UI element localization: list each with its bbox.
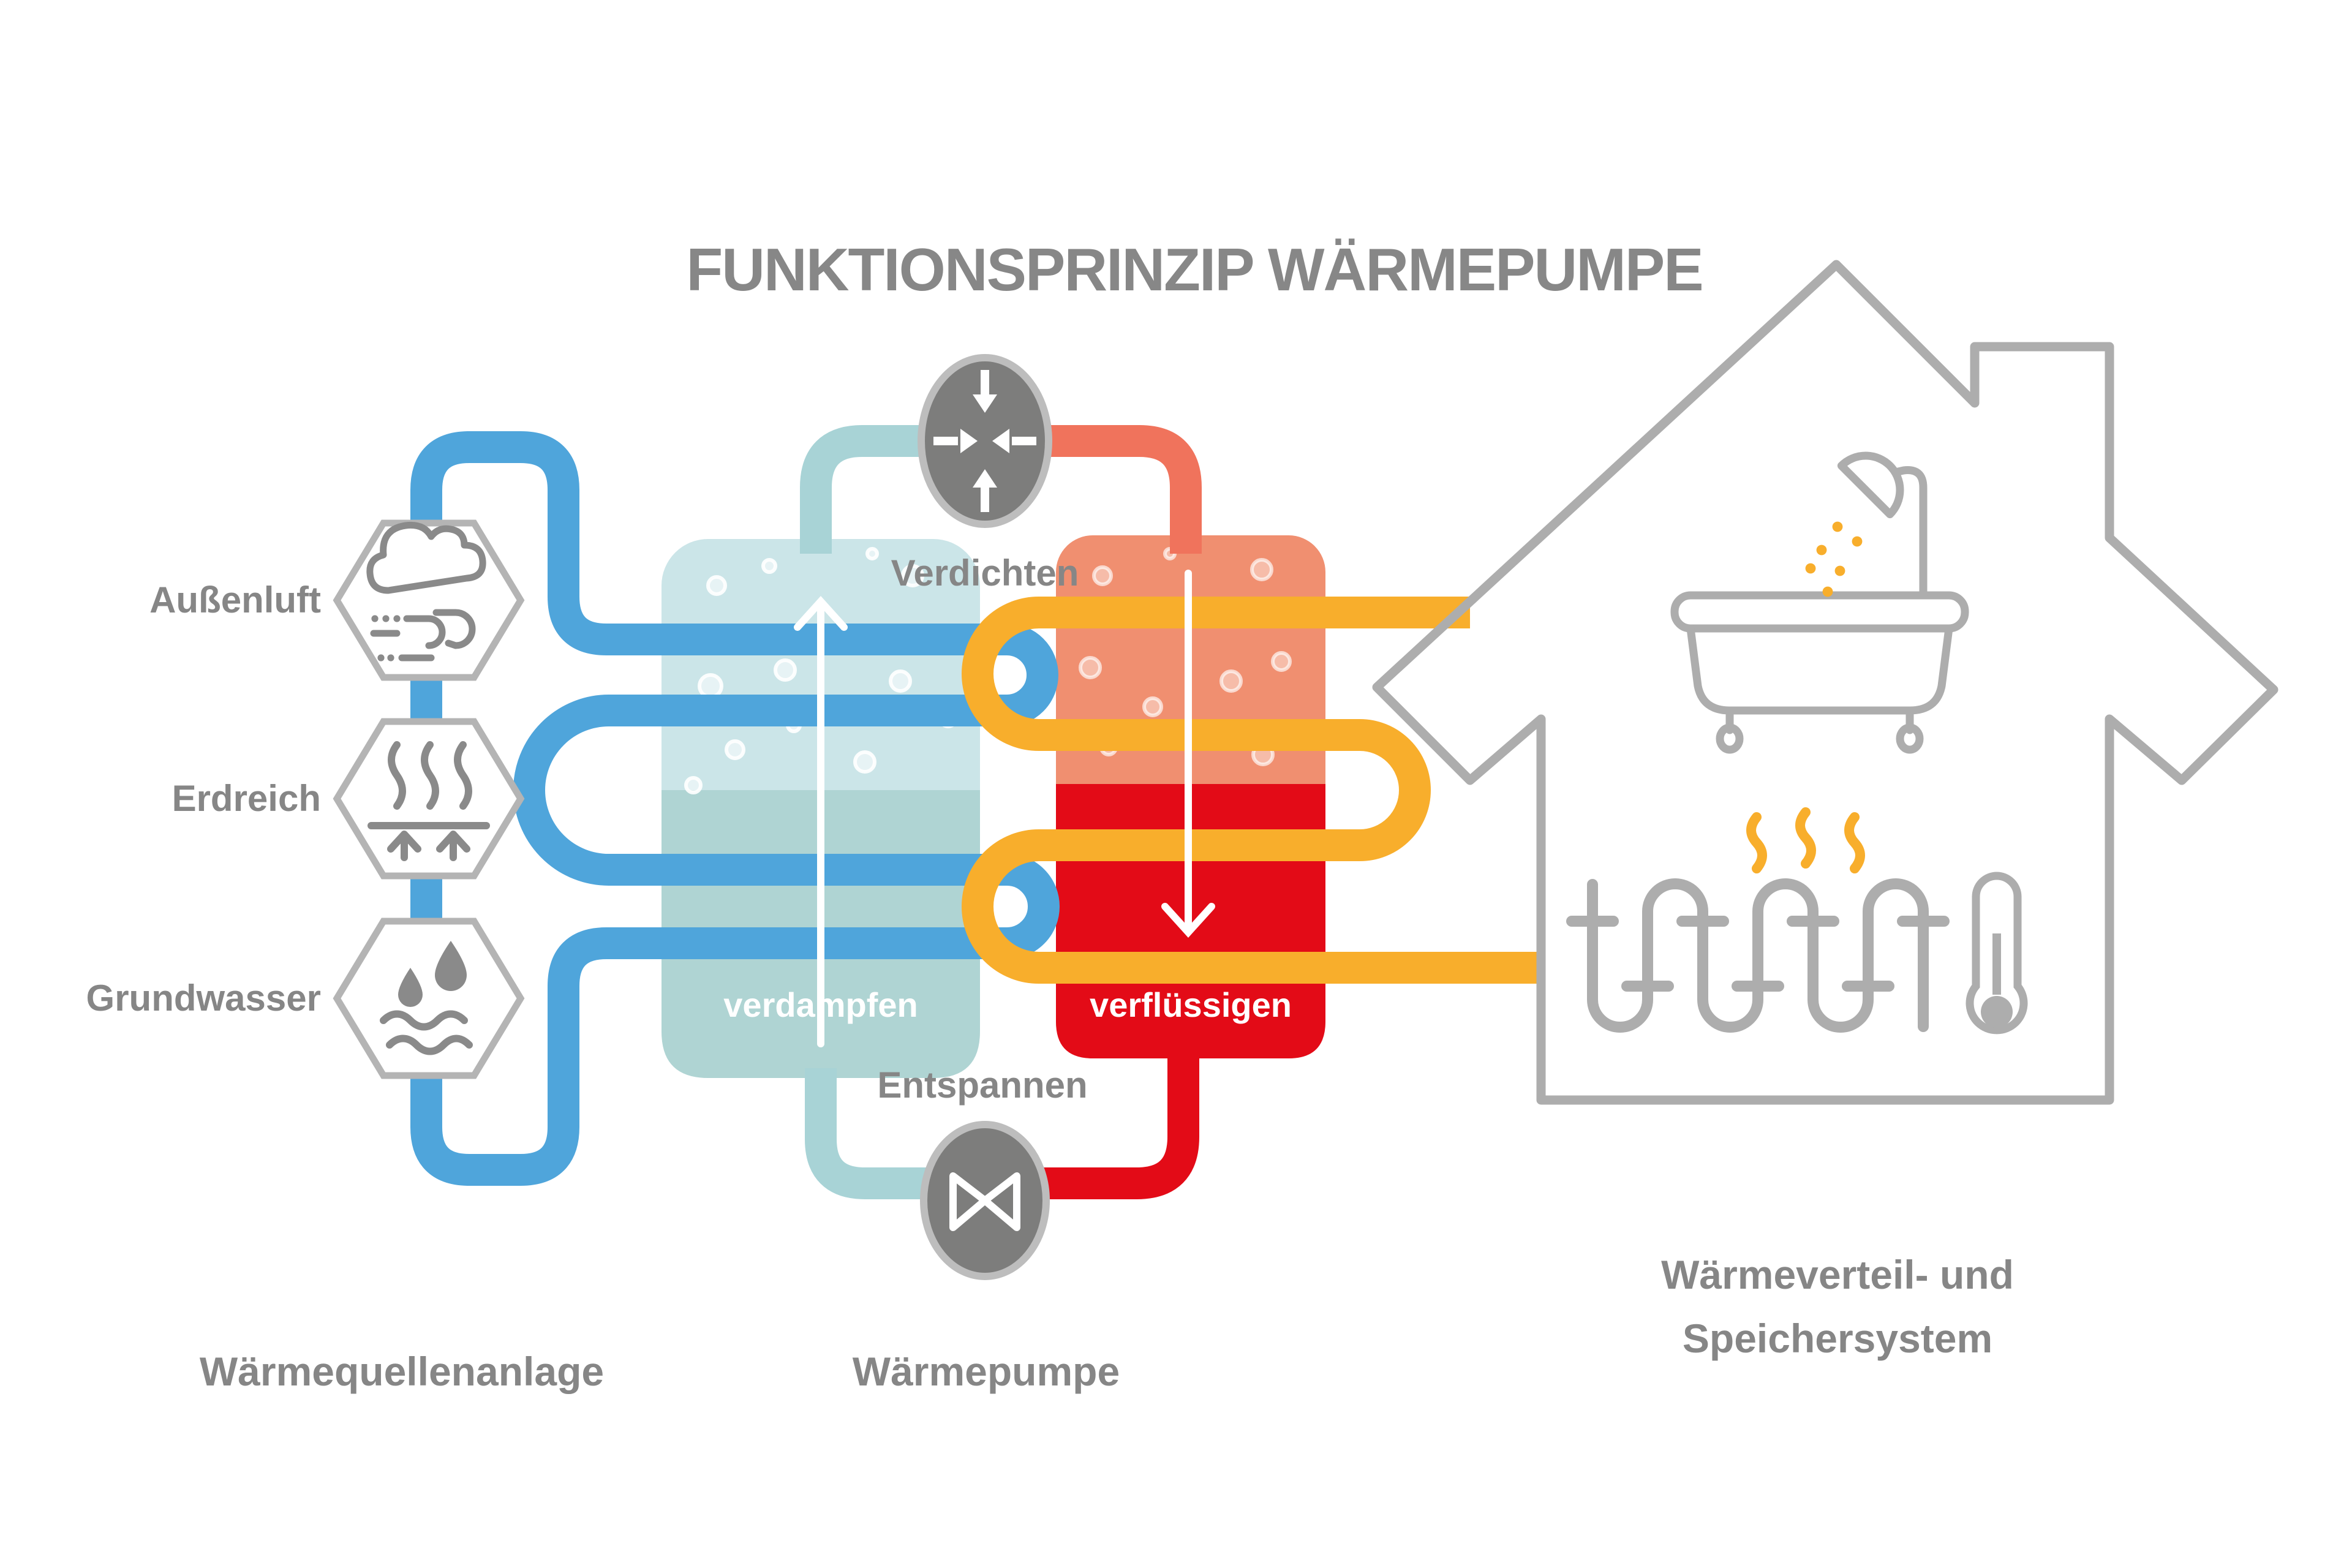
water-drops-icon	[380, 941, 473, 1055]
expansion-return-pipe-teal	[805, 1068, 936, 1199]
evaporation-arrow-icon	[794, 596, 848, 1047]
caption-distribution-line1: Wärmeverteil- und	[1661, 1252, 2014, 1297]
underfloor-heating-icon	[1566, 878, 1950, 1033]
source-hexagon-air	[333, 519, 525, 681]
source-label-ground: Erdreich	[172, 778, 321, 819]
source-label-water: Grundwasser	[86, 978, 321, 1019]
caption-distribution-line2: Speichersystem	[1683, 1316, 1992, 1361]
cloud-wind-icon	[366, 521, 486, 662]
evaporator-label: verdampfen	[723, 986, 918, 1024]
shower-droplets	[1805, 521, 1863, 597]
source-hexagon-ground	[333, 718, 525, 880]
hot-gas-pipe-coral	[1029, 425, 1202, 554]
caption-heat-pump: Wärmepumpe	[853, 1349, 1120, 1394]
ground-heat-icon	[368, 741, 490, 861]
liquid-pipe-red	[1036, 1049, 1199, 1199]
expansion-valve	[920, 1121, 1050, 1280]
suction-pipe-teal	[800, 425, 946, 554]
bathtub-shower-icon	[1670, 451, 1969, 754]
condensation-arrow-icon	[1161, 570, 1215, 938]
caption-source-system: Wärmequellenanlage	[200, 1349, 604, 1394]
thermometer-icon	[1966, 872, 2028, 1035]
valve-icon	[949, 1172, 1020, 1231]
heating-circuit-pipe	[962, 597, 1539, 984]
compressor	[918, 354, 1052, 528]
house-outline	[1372, 260, 2278, 1105]
source-hexagon-water	[333, 918, 525, 1079]
source-circuit-pipe	[410, 431, 1060, 1186]
heat-waves-icon	[1746, 807, 1865, 873]
page-title: FUNKTIONSPRINZIP WÄRMEPUMPE	[686, 236, 1702, 303]
condenser-label: verflüssigen	[1090, 986, 1292, 1024]
expansion-label: Entspannen	[877, 1065, 1087, 1106]
source-label-air: Außenluft	[149, 579, 321, 620]
compress-arrows-icon	[933, 370, 1036, 512]
compressor-label: Verdichten	[891, 552, 1079, 594]
